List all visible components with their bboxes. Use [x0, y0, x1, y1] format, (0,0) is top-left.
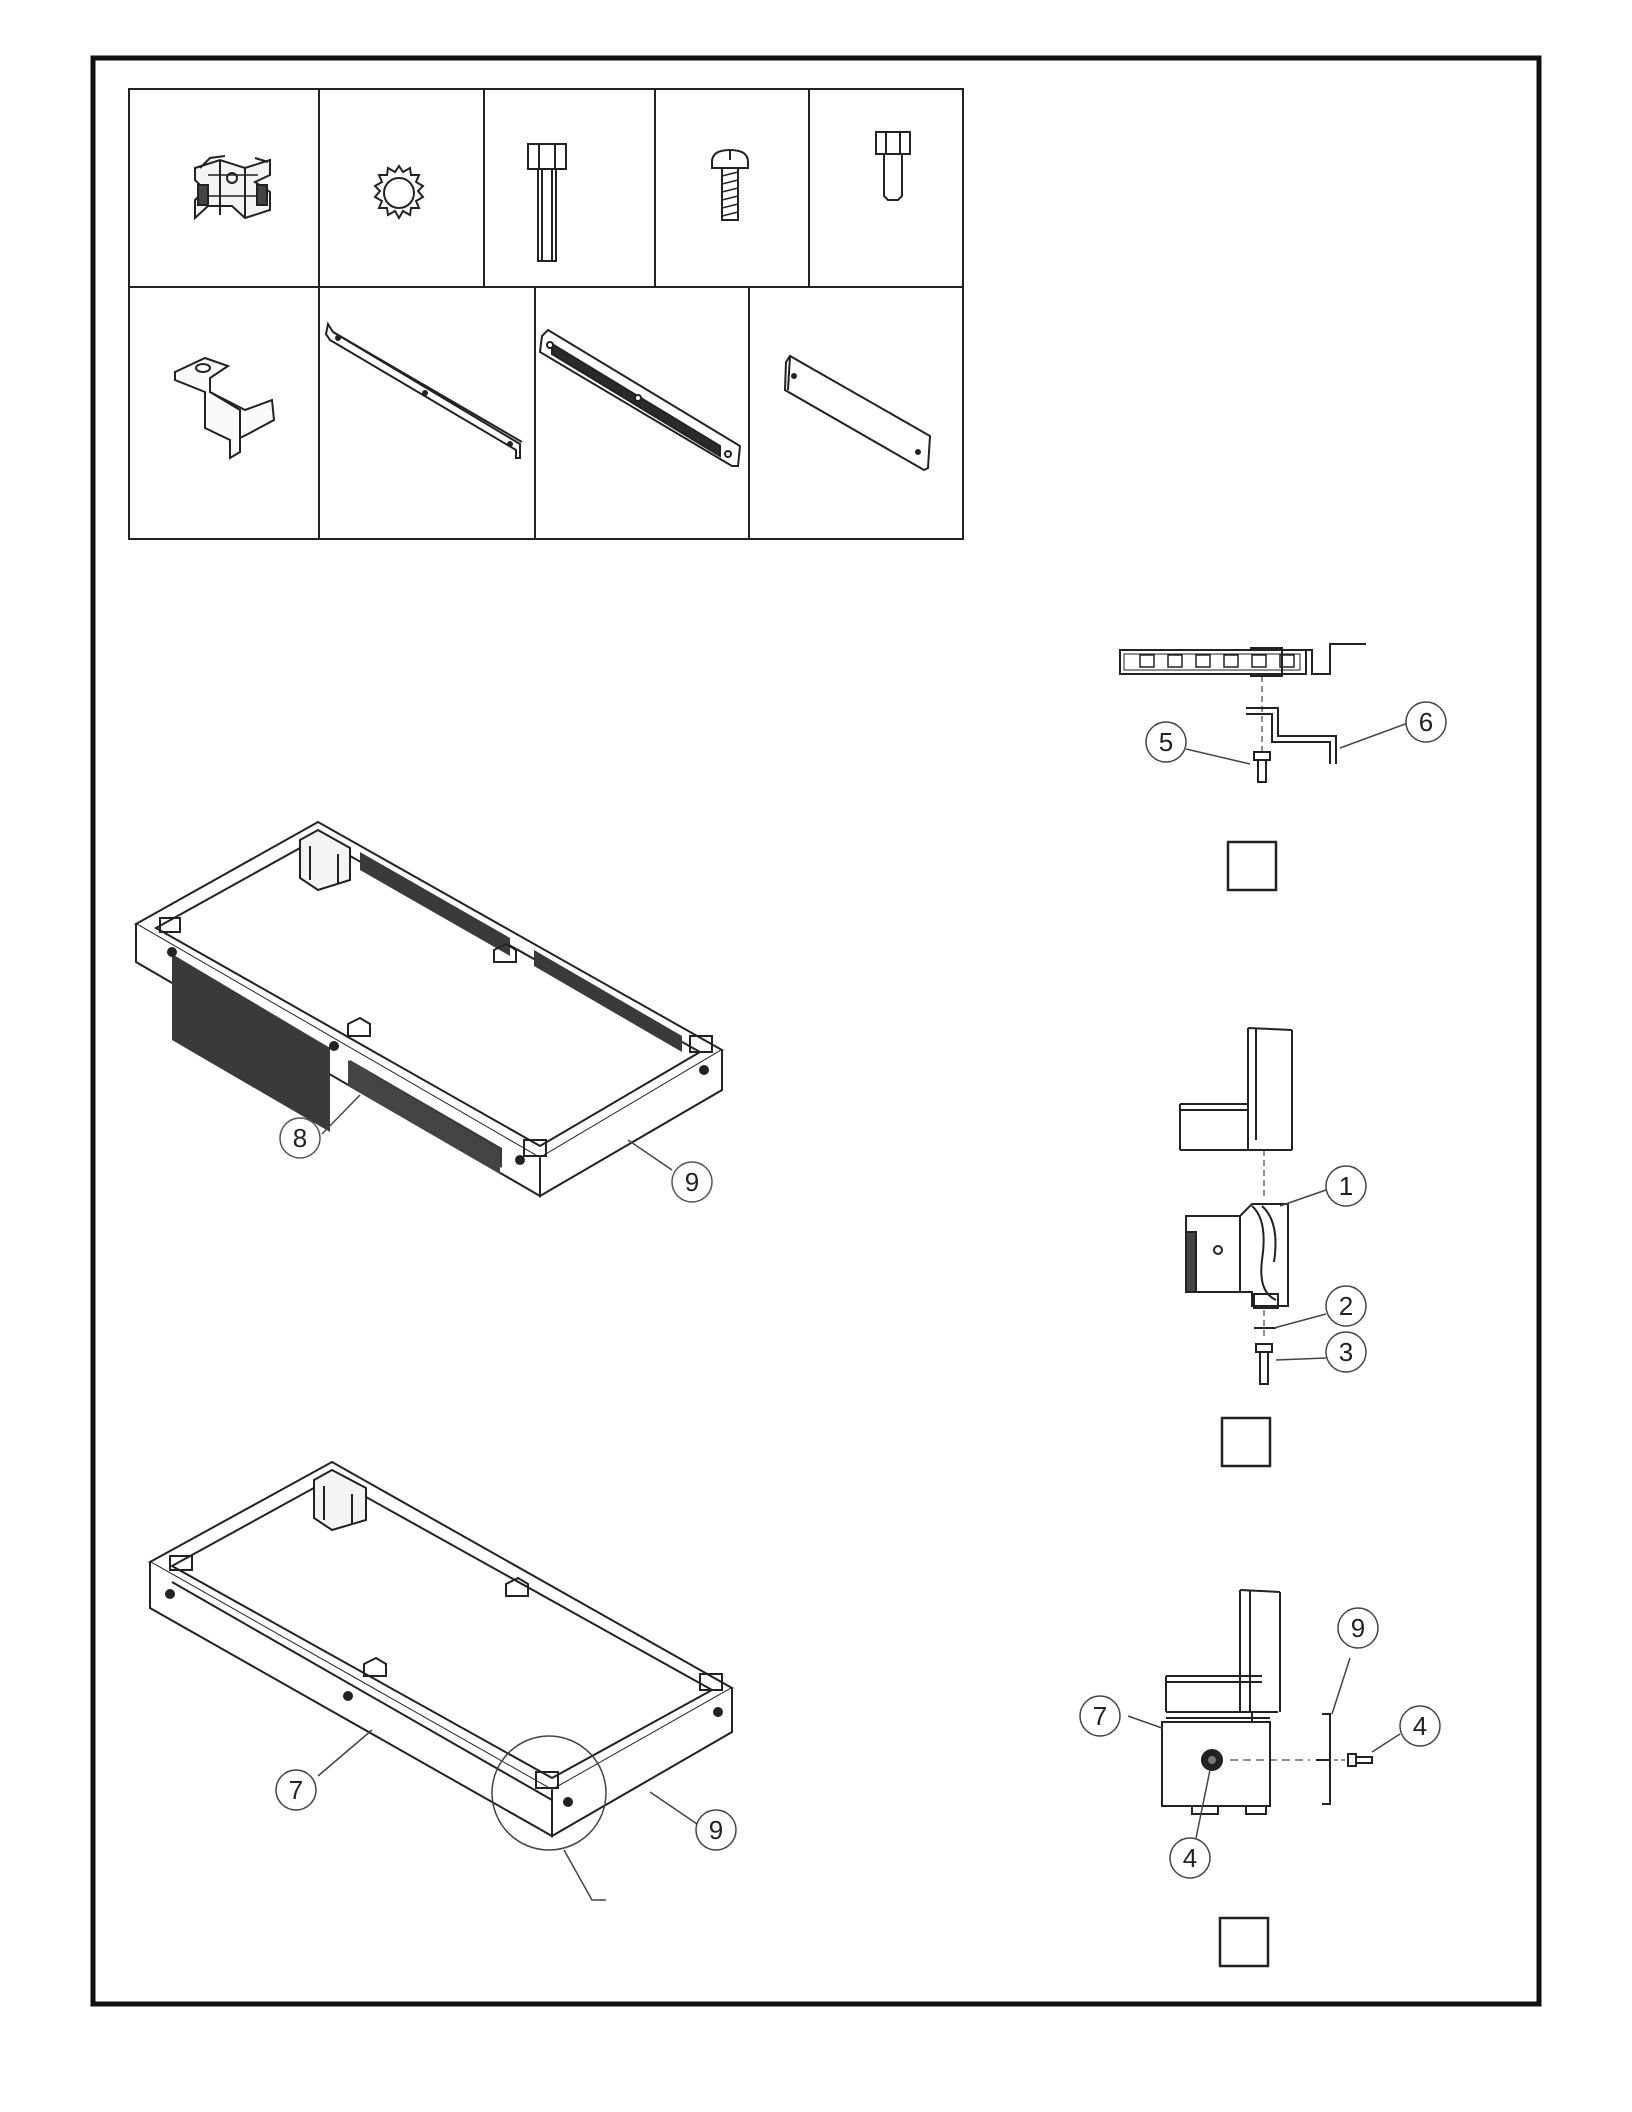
svg-text:5: 5 [1159, 727, 1173, 757]
short-hex-bolt-icon [876, 132, 910, 200]
callout-1: 1 [1326, 1166, 1366, 1206]
detail-corner-foot [1180, 1028, 1292, 1466]
svg-text:4: 4 [1183, 1843, 1197, 1873]
svg-text:6: 6 [1419, 707, 1433, 737]
svg-text:8: 8 [293, 1123, 307, 1153]
step-box-middle [1222, 1418, 1270, 1466]
callout-9-detail: 9 [1338, 1608, 1378, 1648]
pan-head-screw-icon [712, 150, 748, 220]
parts-table [129, 89, 963, 539]
callout-4-screw: 4 [1400, 1706, 1440, 1746]
step-box-bottom [1220, 1918, 1268, 1966]
vented-panel-icon [540, 330, 740, 466]
svg-text:7: 7 [289, 1775, 303, 1805]
callout-9-frame-1: 9 [672, 1162, 712, 1202]
svg-text:3: 3 [1339, 1337, 1353, 1367]
frame-assembly-plain [150, 1462, 732, 1836]
callout-7-frame: 7 [276, 1770, 316, 1810]
svg-text:7: 7 [1093, 1701, 1107, 1731]
callout-3: 3 [1326, 1332, 1366, 1372]
callout-2: 2 [1326, 1286, 1366, 1326]
svg-text:1: 1 [1339, 1171, 1353, 1201]
z-bracket-icon [175, 358, 274, 458]
detail-rail-and-bracket [1120, 644, 1366, 890]
frame-assembly-vented [136, 822, 722, 1196]
leader-lines-detail-a [1186, 723, 1408, 764]
callout-8: 8 [280, 1118, 320, 1158]
side-rail-icon [326, 324, 522, 458]
svg-text:4: 4 [1413, 1711, 1427, 1741]
cover-plate-icon [785, 356, 930, 470]
lock-washer-icon [375, 166, 423, 218]
long-hex-bolt-icon [528, 144, 566, 261]
svg-text:9: 9 [1351, 1613, 1365, 1643]
callout-6: 6 [1406, 702, 1446, 742]
callout-9-frame-2: 9 [696, 1810, 736, 1850]
callout-7-detail: 7 [1080, 1696, 1120, 1736]
svg-text:2: 2 [1339, 1291, 1353, 1321]
callout-5: 5 [1146, 722, 1186, 762]
detail-cover-plate [1162, 1590, 1372, 1966]
callout-4-bolt: 4 [1170, 1838, 1210, 1878]
svg-text:9: 9 [685, 1167, 699, 1197]
corner-bracket-icon [195, 156, 270, 218]
step-box-top [1228, 842, 1276, 890]
svg-text:9: 9 [709, 1815, 723, 1845]
